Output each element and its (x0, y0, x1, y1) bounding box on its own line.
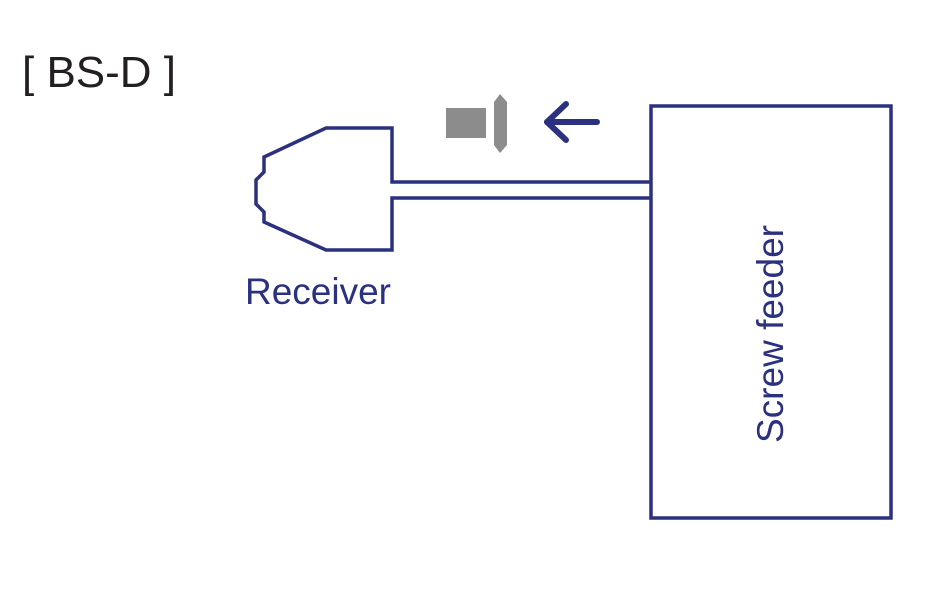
arrow-left-icon (544, 101, 600, 143)
screw-feeder-box (649, 104, 893, 520)
receiver-label: Receiver (245, 271, 391, 312)
screw-icon (446, 94, 507, 153)
screw-feeder-label: Screw feeder (750, 225, 791, 443)
diagram-title: [ BS-D ] (22, 48, 177, 97)
receiver-shape (254, 126, 651, 252)
